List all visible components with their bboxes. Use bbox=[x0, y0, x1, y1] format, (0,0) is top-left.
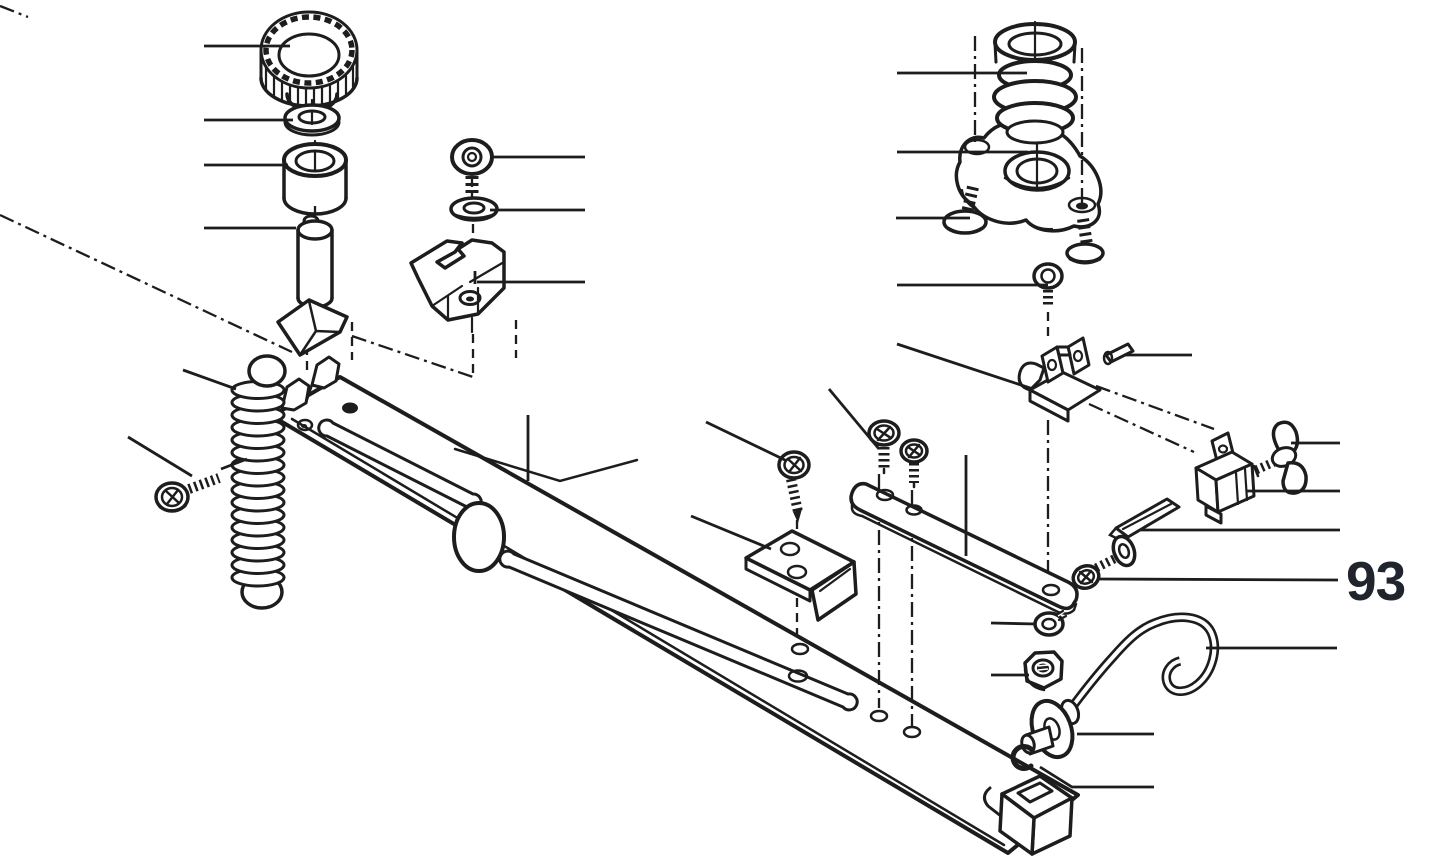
arm-ear-right bbox=[310, 355, 341, 390]
set-screw-part bbox=[1032, 262, 1064, 307]
flange-axis-lines bbox=[973, 36, 1084, 207]
arm-ear-left bbox=[280, 377, 311, 412]
arm-end-block-part bbox=[983, 774, 1074, 856]
socket-head-screw-part bbox=[450, 138, 494, 197]
flange-screw-front-part bbox=[942, 185, 988, 235]
hinge-bracket-part bbox=[1017, 336, 1102, 423]
hinge-pin-part bbox=[1102, 342, 1135, 366]
main-arm-part bbox=[270, 355, 1080, 856]
tapping-screw-center-part bbox=[777, 450, 811, 523]
flange-screw-rear-part bbox=[1065, 218, 1105, 265]
pan-head-screw-a-part bbox=[867, 419, 901, 475]
bushing-part bbox=[282, 139, 348, 216]
screw-and-washer-part bbox=[1071, 534, 1137, 591]
wedge-block-part bbox=[276, 298, 349, 357]
center-lines bbox=[0, 4, 1215, 726]
flange-plate-part bbox=[954, 121, 1103, 233]
knurled-knob-part bbox=[259, 10, 359, 113]
open-washer-part bbox=[1033, 609, 1068, 637]
bent-handle-part bbox=[1042, 612, 1220, 747]
hex-nut-part bbox=[1023, 650, 1064, 692]
pivot-disc-pin-part bbox=[1020, 698, 1081, 760]
flat-blade-spring-part bbox=[1108, 497, 1181, 543]
roller-pin-part bbox=[296, 214, 334, 309]
leader-lines bbox=[127, 44, 1340, 789]
slide-block-part bbox=[1194, 431, 1256, 525]
pan-head-screw-left-part bbox=[154, 473, 221, 513]
callout-93-label: 93 bbox=[1346, 550, 1406, 612]
grommet-stack-part bbox=[992, 20, 1078, 145]
retaining-clip-part bbox=[1010, 744, 1034, 771]
link-bar-part bbox=[849, 481, 1079, 615]
clamp-clip-part bbox=[409, 238, 506, 322]
angle-bracket-part bbox=[744, 529, 858, 622]
cup-washer-part bbox=[283, 98, 341, 137]
tension-spring-part bbox=[230, 354, 287, 610]
wing-screw-part bbox=[1252, 420, 1308, 495]
pan-head-screw-b-part bbox=[899, 438, 929, 489]
